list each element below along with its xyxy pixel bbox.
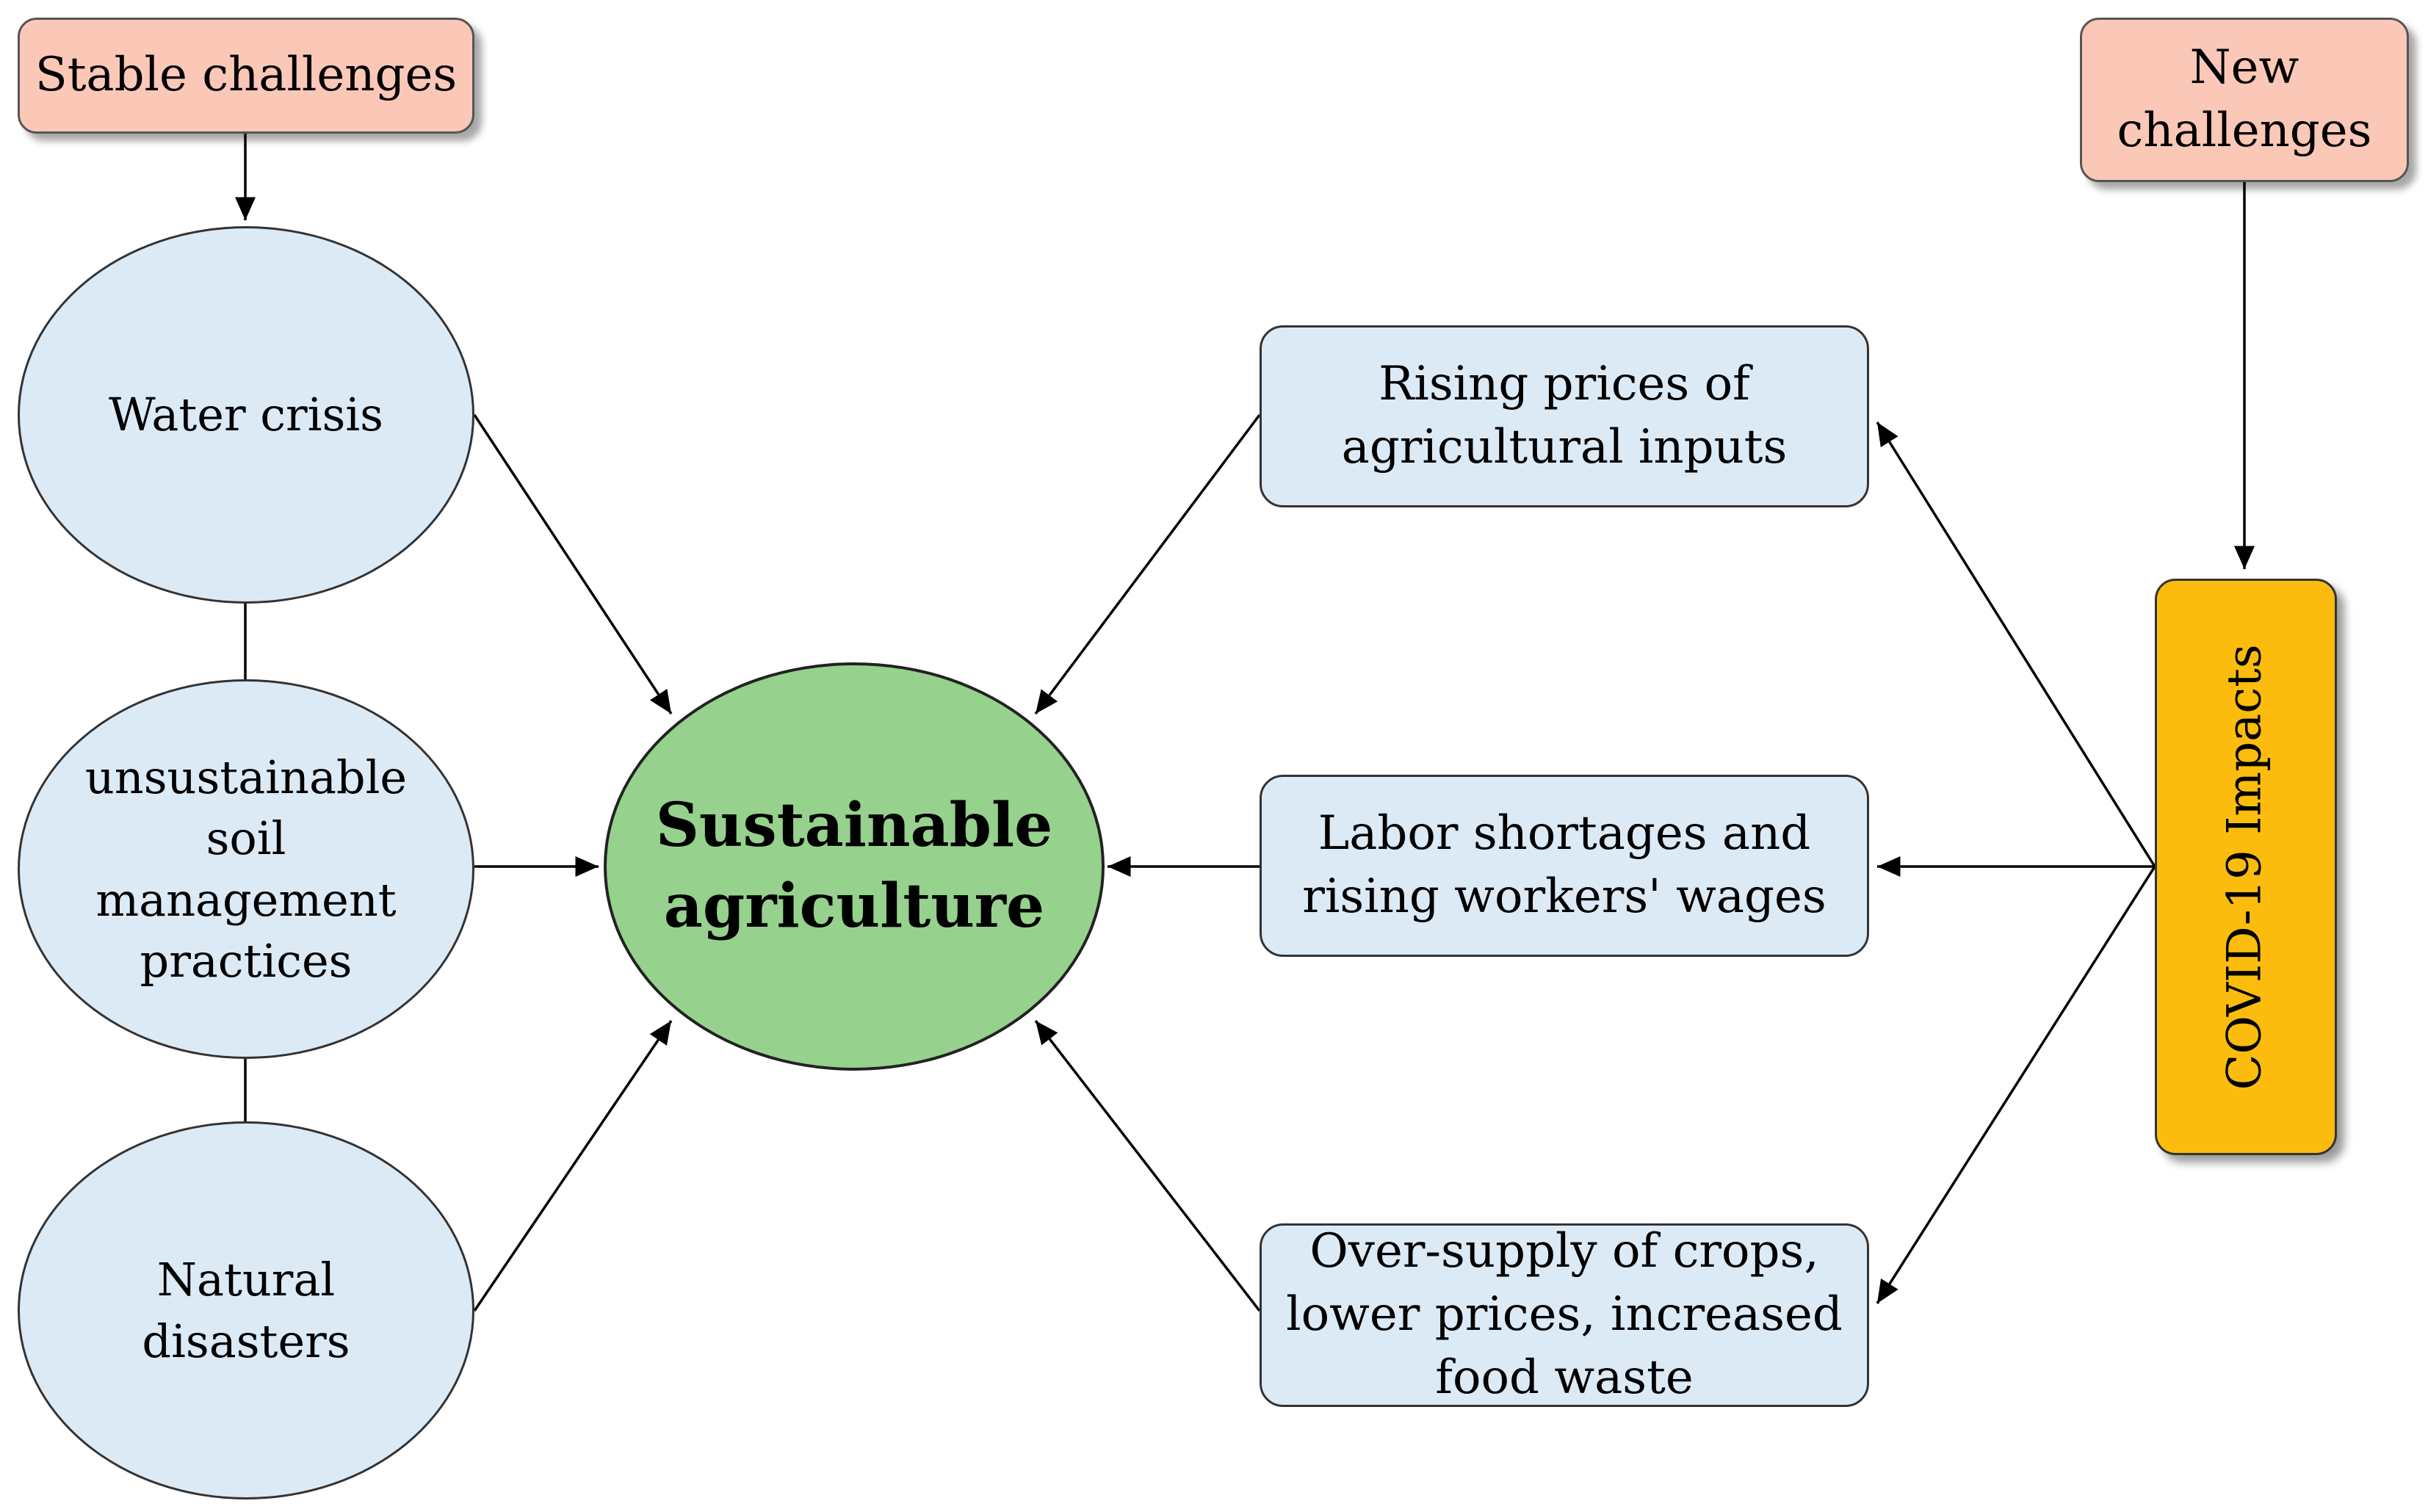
natural-disasters-node: Natural disasters [18,1121,474,1500]
over-supply-label: Over-supply of crops, lower prices, incr… [1286,1224,1843,1405]
arrow-prices-to-center [1034,413,1261,715]
water-crisis-node: Water crisis [18,226,474,604]
arrow-covid-to-prices [1876,422,2156,867]
over-supply-node: Over-supply of crops, lower prices, incr… [1260,1223,1869,1407]
new-challenges-label: New challenges [2117,40,2372,158]
arrow-oversupply-to-center [1034,1019,1261,1312]
soil-practices-label: unsustainable soil management practices [84,750,408,988]
covid-impacts-label: COVID-19 Impacts [2218,643,2273,1090]
covid-impacts-node: COVID-19 Impacts [2155,579,2337,1155]
labor-shortages-node: Labor shortages and rising workers' wage… [1260,775,1869,957]
natural-disasters-label: Natural disasters [142,1253,350,1368]
water-crisis-label: Water crisis [109,388,383,442]
sustainable-agriculture-node: Sustainable agriculture [604,662,1105,1071]
sustainable-agriculture-label: Sustainable agriculture [655,790,1053,941]
labor-shortages-label: Labor shortages and rising workers' wage… [1302,806,1827,924]
arrow-water-to-center [473,414,673,715]
rising-prices-label: Rising prices of agricultural inputs [1341,357,1788,474]
stable-challenges-label: Stable challenges [35,48,458,103]
rising-prices-node: Rising prices of agricultural inputs [1260,325,1869,507]
arrow-disasters-to-center [473,1020,673,1312]
new-challenges-box: New challenges [2080,18,2409,182]
soil-practices-node: unsustainable soil management practices [18,679,474,1059]
arrow-covid-to-oversupply [1876,866,2156,1304]
stable-challenges-box: Stable challenges [18,18,474,134]
